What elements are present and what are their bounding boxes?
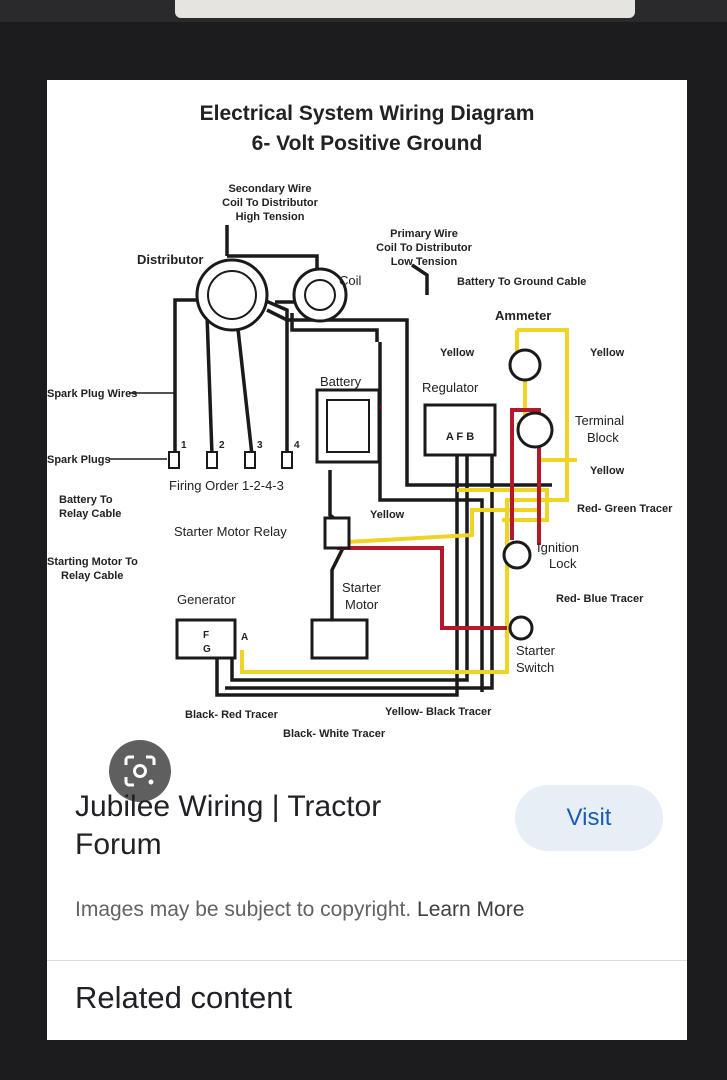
label-ammeter: Ammeter	[495, 308, 551, 323]
label-red-green-tracer: Red- Green Tracer	[577, 503, 673, 515]
ignition-lock-icon	[502, 540, 532, 570]
label-starting-motor-2: Relay Cable	[61, 570, 123, 582]
coil-icon	[292, 267, 348, 323]
starter-relay-icon	[323, 516, 351, 550]
regulator-icon	[423, 403, 497, 457]
label-black-red-tracer: Black- Red Tracer	[185, 709, 279, 721]
wiring-diagram[interactable]: Electrical System Wiring Diagram 6- Volt…	[47, 80, 687, 770]
label-primary-wire-2: Coil To Distributor	[376, 242, 472, 254]
plug-number-2: 2	[219, 440, 225, 451]
label-red-blue-tracer: Red- Blue Tracer	[556, 593, 644, 605]
diagram-title: Electrical System Wiring Diagram	[200, 102, 535, 125]
learn-more-link[interactable]: Learn More	[417, 898, 525, 921]
starter-motor-icon	[310, 618, 369, 660]
label-starter-relay: Starter Motor Relay	[174, 524, 287, 539]
distributor-icon	[195, 258, 269, 332]
label-generator: Generator	[177, 592, 236, 607]
starter-switch-icon	[508, 615, 534, 641]
label-spark-plugs: Spark Plugs	[47, 454, 111, 466]
generator-terminal-a: A	[241, 632, 248, 643]
label-terminal-block-2: Block	[587, 430, 619, 445]
label-battery-ground: Battery To Ground Cable	[457, 276, 586, 288]
label-ignition: Ignition	[537, 540, 579, 555]
top-tab-edge	[175, 0, 635, 18]
plug-number-1: 1	[181, 440, 187, 451]
plug-number-3: 3	[257, 440, 263, 451]
visit-button[interactable]: Visit	[515, 785, 663, 851]
label-primary-wire: Primary Wire	[390, 228, 458, 240]
google-lens-icon[interactable]	[109, 740, 171, 802]
label-yellow-terminal: Yellow	[590, 465, 625, 477]
battery-icon	[315, 388, 381, 464]
label-starter-motor-2: Motor	[345, 597, 379, 612]
generator-icon	[175, 618, 237, 660]
copyright-text: Images may be subject to copyright.	[75, 898, 412, 921]
copyright-notice: Images may be subject to copyright. Lear…	[75, 898, 524, 922]
result-title-link[interactable]: Jubilee Wiring | Tractor Forum	[75, 790, 382, 861]
result-info: Jubilee Wiring | Tractor Forum Visit Ima…	[47, 770, 687, 1040]
label-terminal-block: Terminal	[575, 413, 624, 428]
label-distributor: Distributor	[137, 252, 203, 267]
generator-terminal-f: F	[203, 630, 209, 641]
label-yellow-right: Yellow	[590, 347, 625, 359]
spark-plug-icons	[168, 451, 293, 469]
label-battery-relay: Battery To	[59, 494, 113, 506]
label-spark-plug-wires: Spark Plug Wires	[47, 388, 137, 400]
label-starter-switch-2: Switch	[516, 660, 554, 675]
label-secondary-wire: Secondary Wire	[228, 183, 311, 195]
ammeter-icon	[508, 348, 542, 382]
label-yellow-black-tracer: Yellow- Black Tracer	[385, 706, 492, 718]
label-starter-motor: Starter	[342, 580, 382, 595]
label-black-white-tracer: Black- White Tracer	[283, 728, 386, 740]
terminal-block-icon	[516, 411, 554, 449]
related-content-heading: Related content	[75, 980, 293, 1015]
label-yellow-left: Yellow	[440, 347, 475, 359]
label-primary-wire-3: Low Tension	[391, 256, 458, 268]
label-yellow-relay: Yellow	[370, 509, 405, 521]
plug-number-4: 4	[294, 440, 300, 451]
label-ignition-2: Lock	[549, 556, 577, 571]
label-secondary-wire-2: Coil To Distributor	[222, 197, 318, 209]
generator-terminal-g: G	[203, 644, 211, 655]
label-regulator: Regulator	[422, 380, 479, 395]
diagram-subtitle: 6- Volt Positive Ground	[252, 132, 483, 155]
label-secondary-wire-3: High Tension	[236, 211, 305, 223]
label-starting-motor: Starting Motor To	[47, 556, 138, 568]
image-result-card: Electrical System Wiring Diagram 6- Volt…	[47, 80, 687, 1040]
label-starter-switch: Starter	[516, 643, 556, 658]
label-battery: Battery	[320, 374, 362, 389]
regulator-terminals: A F B	[446, 431, 474, 443]
label-battery-relay-2: Relay Cable	[59, 508, 121, 520]
label-coil: Coil	[339, 273, 362, 288]
section-divider	[47, 960, 687, 961]
label-firing-order: Firing Order 1-2-4-3	[169, 478, 284, 493]
